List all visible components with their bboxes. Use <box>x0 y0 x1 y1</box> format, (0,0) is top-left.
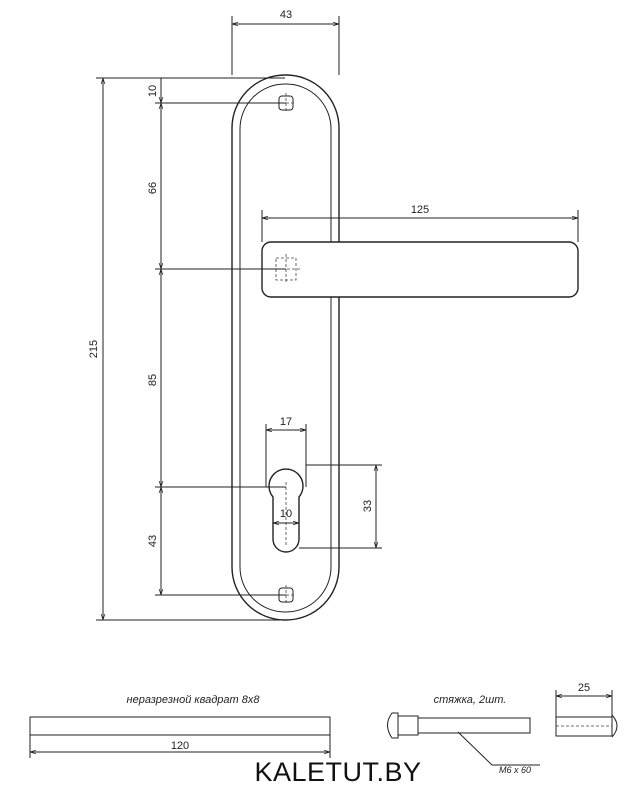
handle-lever <box>261 241 579 298</box>
dim-plate-width <box>231 16 340 75</box>
caption-tie: стяжка, 2шт. <box>434 694 507 706</box>
dim-cylinder-width <box>265 424 307 487</box>
label-cylinder-width: 17 <box>280 416 292 428</box>
dim-cylinder-height <box>299 464 382 549</box>
label-tie-length: 25 <box>578 682 590 694</box>
dim-total-height <box>96 77 285 621</box>
back-plate <box>231 74 340 621</box>
square-bar <box>29 716 331 758</box>
tie-sleeve <box>555 690 618 738</box>
label-total-height: 215 <box>88 340 100 358</box>
label-spindle-distance: 66 <box>147 182 159 194</box>
label-square-length: 120 <box>171 740 189 752</box>
label-slot-width: 10 <box>280 508 292 520</box>
tie-bolt <box>387 712 540 766</box>
caption-square: неразрезной квадрат 8x8 <box>127 694 261 706</box>
caption-screw: М6 x 60 <box>499 765 531 775</box>
dim-handle-length <box>261 210 579 242</box>
label-cylinder-to-bottom: 43 <box>147 535 159 547</box>
cylinder-cutout <box>268 468 304 553</box>
label-cylinder-height: 33 <box>362 500 374 512</box>
label-top-offset: 10 <box>147 85 159 97</box>
label-plate-width: 43 <box>280 9 292 21</box>
label-handle-length: 125 <box>411 204 429 216</box>
brand-watermark: KALETUT.BY <box>254 757 421 787</box>
label-spindle-to-cylinder: 85 <box>147 374 159 386</box>
dim-chain-vertical <box>155 78 286 596</box>
